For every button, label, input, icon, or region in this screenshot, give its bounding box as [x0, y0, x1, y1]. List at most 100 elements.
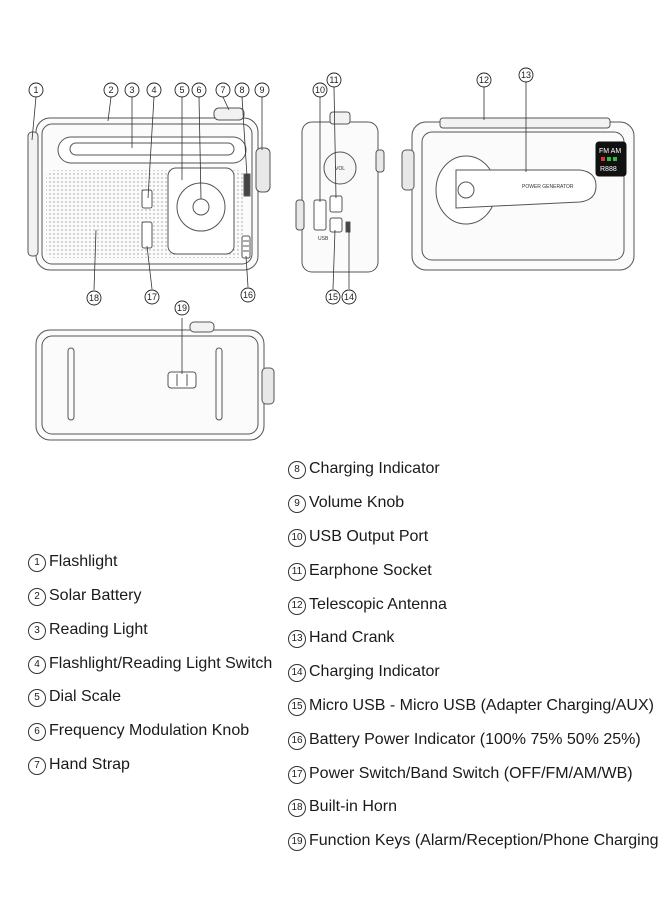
badge-bottom-text: R888: [600, 166, 617, 173]
badge-led-green: [607, 157, 611, 161]
legend-number: 12: [288, 597, 306, 615]
legend-number: 2: [28, 588, 46, 606]
legend-text: Earphone Socket: [309, 562, 432, 579]
legend-text: Micro USB - Micro USB (Adapter Charging/…: [309, 697, 654, 714]
callout-circle: [28, 82, 44, 98]
callout-circle: [146, 82, 162, 98]
callout-7: 7: [215, 82, 231, 98]
legend-text: Flashlight/Reading Light Switch: [49, 655, 273, 672]
callout-circle: [174, 82, 190, 98]
callout-circle: [325, 289, 341, 305]
top-inner-frame: [41, 335, 259, 435]
callout-number: 7: [220, 85, 225, 95]
side-usb-text: USB: [318, 236, 329, 242]
usb-output-port: [313, 199, 327, 231]
leader-17: [146, 245, 153, 290]
leader-7: [222, 96, 230, 111]
flashlight-reading-switch: [141, 189, 153, 209]
callout-number: 16: [243, 290, 253, 300]
legend-number: 17: [288, 766, 306, 784]
legend-text: Charging Indicator: [309, 663, 440, 680]
callout-18: 18: [86, 290, 102, 306]
leader-6: [198, 96, 202, 200]
callout-number: 12: [479, 75, 489, 85]
top-groove: [215, 347, 223, 421]
top-groove: [67, 347, 75, 421]
dial-scale-window: [57, 136, 247, 164]
flashlight-lens: [27, 131, 39, 257]
callout-4: 4: [146, 82, 162, 98]
side-view: [295, 111, 385, 273]
callout-6: 6: [191, 82, 207, 98]
legend-text: Solar Battery: [49, 587, 142, 604]
legend-number: 11: [288, 563, 306, 581]
top-knob-right: [261, 367, 275, 405]
legend-number: 6: [28, 723, 46, 741]
callout-8: 8: [234, 82, 250, 98]
badge-led-red: [601, 157, 605, 161]
callout-circle: [312, 82, 328, 98]
legend-text: Frequency Modulation Knob: [49, 722, 250, 739]
leader-16: [245, 255, 249, 288]
crank-label-text: POWER GENERATOR: [522, 184, 574, 190]
callout-number: 9: [259, 85, 264, 95]
callout-number: 14: [344, 292, 354, 302]
callout-circle: [240, 287, 256, 303]
callout-number: 6: [196, 85, 201, 95]
legend-text: Telescopic Antenna: [309, 596, 447, 613]
callout-number: 8: [239, 85, 244, 95]
side-vol-text: VOL: [335, 166, 345, 172]
callout-circle: [518, 67, 534, 83]
callout-number: 15: [328, 292, 338, 302]
callout-number: 13: [521, 70, 531, 80]
side-charging-led: [345, 221, 351, 233]
charging-indicator-front: [243, 173, 251, 197]
callout-5: 5: [174, 82, 190, 98]
solar-panel: [69, 142, 235, 156]
hand-crank-arm: [455, 169, 597, 209]
legend-number: 5: [28, 689, 46, 707]
legend-text: Charging Indicator: [309, 460, 440, 477]
callout-number: 2: [108, 85, 113, 95]
back-side-knob: [401, 149, 415, 191]
callout-3: 3: [124, 82, 140, 98]
callout-circle: [103, 82, 119, 98]
callout-14: 14: [341, 289, 357, 305]
callout-number: 19: [177, 303, 187, 313]
micro-usb-port: [329, 217, 343, 233]
legend-number: 10: [288, 529, 306, 547]
callout-circle: [341, 289, 357, 305]
legend-text: Hand Crank: [309, 629, 395, 646]
legend-text: Reading Light: [49, 621, 148, 638]
telescopic-antenna: [439, 117, 611, 129]
callout-12: 12: [476, 72, 492, 88]
top-body: [35, 329, 265, 441]
front-view: [27, 107, 271, 271]
volume-knob-side: [255, 147, 271, 193]
back-inner-frame: [421, 131, 625, 261]
callout-circle: [191, 82, 207, 98]
side-top-cap: [329, 111, 351, 125]
back-view: [401, 117, 635, 271]
callout-leaders: [31, 82, 527, 374]
legend-number: 9: [288, 495, 306, 513]
leader-18: [93, 229, 97, 291]
legend-number: 7: [28, 757, 46, 775]
leader-1: [31, 96, 37, 141]
legend-text: USB Output Port: [309, 528, 429, 545]
leader-8: [241, 96, 248, 177]
legend-number: 1: [28, 554, 46, 572]
callout-16: 16: [240, 287, 256, 303]
callout-13: 13: [518, 67, 534, 83]
badge-led-green: [613, 157, 617, 161]
callout-number: 4: [151, 85, 156, 95]
